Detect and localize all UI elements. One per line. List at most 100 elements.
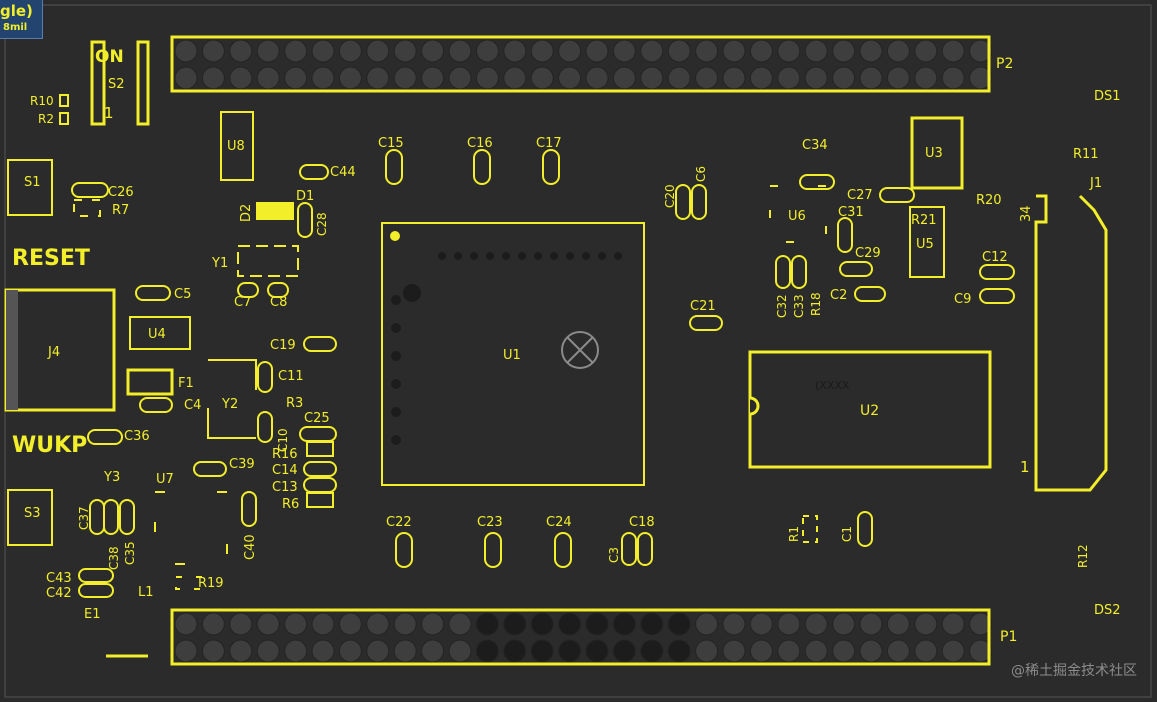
c26-label: C26: [108, 185, 134, 200]
r7-label: R7: [112, 203, 129, 218]
c38-label: C38: [107, 546, 121, 570]
c33-label: C33: [792, 294, 806, 318]
c27-label: C27: [847, 188, 873, 203]
u3-label: U3: [925, 146, 943, 161]
reset-label: RESET: [12, 246, 90, 271]
u3-chip-outline[interactable]: [910, 116, 964, 190]
s2-label: S2: [108, 77, 125, 92]
c20-label: C20: [663, 184, 677, 208]
wukp-label: WUKP: [12, 433, 87, 458]
u2-pad-mark: (XXXX: [815, 379, 850, 392]
mode-label: gle): [0, 2, 33, 20]
e1-label: E1: [84, 607, 101, 622]
c15-label: C15: [378, 136, 404, 151]
j4-label: J4: [47, 345, 60, 360]
y1-label: Y1: [211, 256, 228, 271]
u1-label: U1: [503, 348, 521, 363]
y1-crystal-outline[interactable]: [237, 245, 299, 277]
c1-label: C1: [840, 526, 854, 542]
y3-label: Y3: [103, 470, 120, 485]
r10-label: R10: [30, 94, 54, 108]
c32-label: C32: [775, 294, 789, 318]
c8-label: C8: [270, 295, 287, 310]
c6-label: C6: [694, 166, 708, 182]
p1-header-outline[interactable]: [170, 608, 991, 666]
c5-label: C5: [174, 287, 191, 302]
j1-pin34-label: 34: [1019, 205, 1034, 222]
r12-label: R12: [1076, 544, 1090, 568]
c44-label: C44: [330, 165, 356, 180]
u4-label: U4: [148, 327, 166, 342]
u5-chip-outline[interactable]: [909, 206, 945, 278]
p2-label: P2: [996, 56, 1013, 72]
c25-label: C25: [304, 411, 330, 426]
c13-label: C13: [272, 480, 298, 495]
j1-pin1-label: 1: [1020, 458, 1030, 476]
c19-label: C19: [270, 338, 296, 353]
c37-label: C37: [77, 506, 91, 530]
r18-label: R18: [809, 292, 823, 316]
c43-label: C43: [46, 571, 72, 586]
d2-diode-body[interactable]: [256, 202, 294, 220]
u5-label: U5: [916, 237, 934, 252]
c16-label: C16: [467, 136, 493, 151]
s3-switch-outline[interactable]: [7, 489, 53, 546]
s2-pin1-label: 1: [104, 104, 114, 122]
j1-connector-outline[interactable]: [1034, 194, 1108, 492]
y2-crystal-outline[interactable]: [207, 359, 257, 439]
r3-label: R3: [286, 396, 303, 411]
c14-label: C14: [272, 463, 298, 478]
c3-label: C3: [607, 547, 621, 563]
u2-label: U2: [860, 403, 879, 419]
p2-pad-array: [174, 39, 993, 90]
u8-label: U8: [227, 139, 245, 154]
u8-chip-outline[interactable]: [220, 111, 254, 181]
f1-fuse-outline[interactable]: [126, 368, 174, 396]
d1-label: D1: [296, 189, 314, 204]
c29-label: C29: [855, 246, 881, 261]
p2-header-outline[interactable]: [170, 35, 991, 93]
c11-label: C11: [278, 369, 304, 384]
c2-label: C2: [830, 288, 847, 303]
r1-label: R1: [787, 526, 801, 542]
r19-label: R19: [198, 576, 224, 591]
c7-label: C7: [234, 295, 251, 310]
u4-chip-outline[interactable]: [129, 316, 191, 350]
c17-label: C17: [536, 136, 562, 151]
r2-label: R2: [38, 112, 54, 126]
s3-label: S3: [24, 506, 41, 521]
u7-chip-outline[interactable]: [154, 491, 228, 565]
u1-chip-outline[interactable]: [381, 222, 645, 486]
s2-on-label: ON: [95, 47, 124, 67]
c36-label: C36: [124, 429, 150, 444]
c39-label: C39: [229, 457, 255, 472]
r11-label: R11: [1073, 147, 1099, 162]
rule-label: 8mil: [3, 22, 28, 33]
c31-label: C31: [838, 205, 864, 220]
d2-label: D2: [239, 204, 254, 222]
c4-label: C4: [184, 398, 201, 413]
drc-rule-badge[interactable]: gle) 8mil: [0, 0, 43, 39]
passive-component-silks: [71, 149, 1015, 598]
u7-label: U7: [156, 472, 174, 487]
r6-label: R6: [282, 497, 299, 512]
c18-label: C18: [629, 515, 655, 530]
y2-label: Y2: [221, 397, 238, 412]
s1-switch-outline[interactable]: [7, 159, 53, 216]
j1-label: J1: [1089, 176, 1102, 191]
r21-label: R21: [911, 213, 937, 228]
p1-label: P1: [1000, 629, 1017, 645]
c10-label: C10: [276, 428, 290, 452]
c12-label: C12: [982, 250, 1008, 265]
u6-chip-outline[interactable]: [769, 185, 827, 243]
c42-label: C42: [46, 586, 72, 601]
c35-label: C35: [123, 541, 137, 565]
c21-label: C21: [690, 299, 716, 314]
c23-label: C23: [477, 515, 503, 530]
c22-label: C22: [386, 515, 412, 530]
p1-pad-array: [174, 612, 993, 663]
c24-label: C24: [546, 515, 572, 530]
ds2-label: DS2: [1094, 603, 1121, 618]
